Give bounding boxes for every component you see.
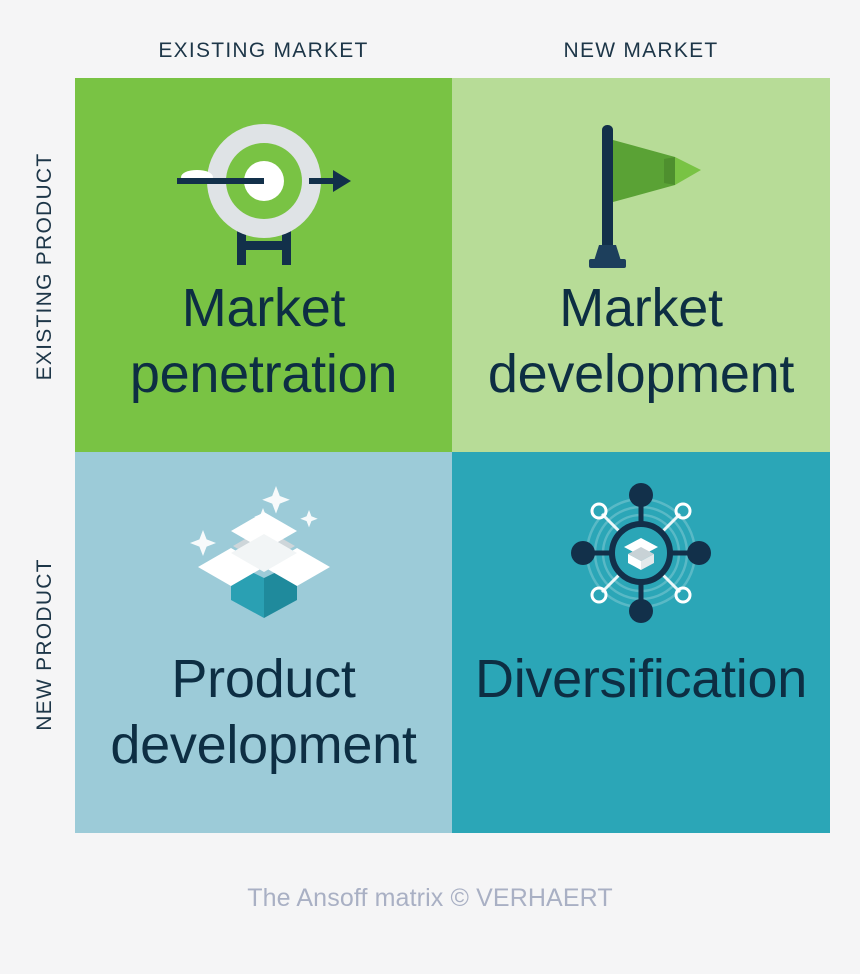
- quadrant-diversification[interactable]: Diversification: [452, 452, 830, 833]
- quadrant-market-development[interactable]: Market development: [452, 78, 830, 452]
- mini-box: [624, 537, 658, 570]
- quadrant-label-market-development: Market development: [487, 278, 795, 404]
- quadrant-icon-container: [452, 470, 830, 635]
- flag-icon: [589, 124, 701, 268]
- target-arrow-icon: [176, 123, 351, 265]
- quadrant-label-diversification: Diversification: [474, 649, 808, 709]
- quadrant-icon-container: [75, 110, 452, 280]
- row-header-existing-product: EXISTING PRODUCT: [33, 152, 56, 381]
- row-header-new-product: NEW PRODUCT: [33, 558, 56, 731]
- figure-caption: The Ansoff matrix © VERHAERT: [247, 884, 613, 912]
- outline-nodes: [590, 502, 692, 603]
- column-header-existing-market: EXISTING MARKET: [158, 39, 369, 62]
- network-hub-icon: [571, 482, 711, 623]
- open-box-sparkles-icon: [190, 485, 330, 618]
- quadrant-icon-container: [75, 470, 452, 635]
- quadrant-market-penetration[interactable]: Market penetration: [75, 78, 452, 452]
- quadrant-label-market-penetration: Market penetration: [129, 278, 398, 404]
- quadrant-label-product-development: Product development: [110, 649, 417, 775]
- column-header-new-market: NEW MARKET: [563, 39, 719, 62]
- quadrant-icon-container: [452, 110, 830, 280]
- filled-nodes: [571, 482, 711, 623]
- matrix-grid: Market penetration Market developmen: [75, 78, 830, 833]
- quadrant-product-development[interactable]: Product development: [75, 452, 452, 833]
